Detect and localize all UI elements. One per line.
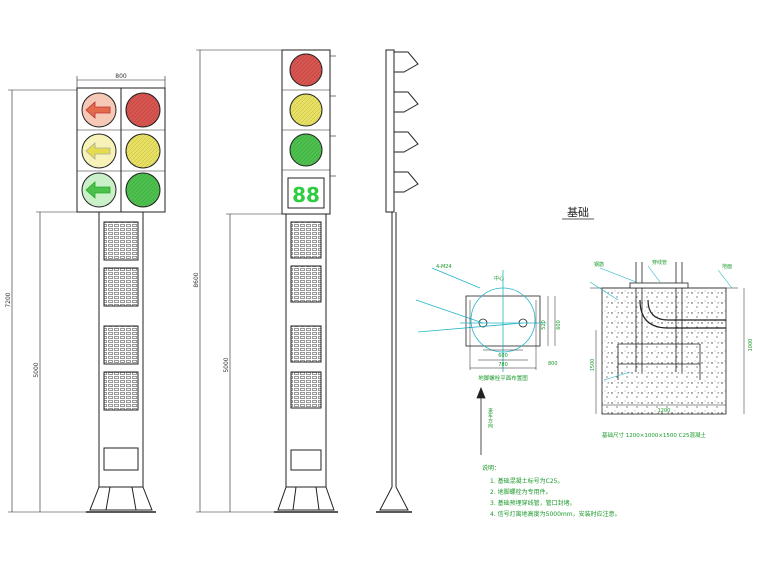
middle-pole-height-label: 5000: [223, 357, 230, 372]
plan-center-label: 中心: [494, 275, 504, 282]
countdown-display: [287, 177, 325, 209]
middle-pole-door: [290, 449, 322, 471]
middle-signal-pole: [196, 49, 338, 513]
left-total-height-label: 7200: [5, 292, 12, 307]
note-2: 2. 地脚螺栓为专用件。: [490, 488, 552, 496]
foundation-section: [590, 262, 745, 415]
left-width-dim-label: 800: [115, 73, 127, 80]
countdown-digits: 88: [292, 183, 320, 207]
left-pole-body: [98, 211, 144, 488]
left-arrow-green-icon: [85, 181, 111, 199]
side-view-pole: [376, 49, 419, 513]
left-arrow-red-icon: [85, 101, 111, 119]
left-arrow-yellow-icon: [85, 142, 111, 160]
left-pole-door: [103, 447, 139, 471]
section-height-label-1: 1000: [748, 339, 754, 352]
foundation-plan: [415, 267, 556, 372]
left-signal-pole: [8, 76, 166, 513]
traffic-direction-arrow: [476, 386, 486, 455]
section-caption: 基础尺寸 1200×1000×1500 C25混凝土: [602, 431, 707, 439]
plan-width-600: 600: [498, 353, 508, 359]
left-pole-height-label: 5000: [33, 362, 40, 377]
section-duct-label: 穿线管: [652, 259, 667, 266]
notes-title: 说明：: [482, 464, 500, 472]
note-4: 4. 信号灯离地高度为5000mm，安装时应注意。: [490, 510, 621, 518]
notes-block: 说明： 1. 基础混凝土标号为C25。 2. 地脚螺栓为专用件。 3. 基础预埋…: [482, 464, 621, 518]
note-1: 1. 基础混凝土标号为C25。: [490, 477, 563, 485]
plan-side-label: 800: [548, 361, 558, 367]
plan-width-780: 780: [498, 362, 508, 368]
traffic-direction-label: 来车方向: [487, 408, 493, 428]
foundation-title: 基础: [567, 206, 589, 219]
section-ground-label: 地面: [722, 263, 732, 270]
section-leaders: [589, 265, 733, 381]
plan-bolt-label: 4-M24: [436, 264, 452, 270]
note-3: 3. 基础预埋穿线管，管口封堵。: [490, 499, 576, 507]
plan-height-520: 520: [541, 320, 547, 330]
section-height-label-2: 1500: [590, 359, 596, 372]
middle-total-height-label: 8600: [193, 272, 200, 287]
middle-pole-body: [285, 213, 327, 488]
section-width-label: 1200: [658, 408, 671, 414]
plan-caption: 地脚螺栓平面布置图: [478, 374, 528, 382]
section-rebar-label: 钢筋: [594, 261, 604, 268]
plan-height-600: 600: [556, 320, 562, 330]
